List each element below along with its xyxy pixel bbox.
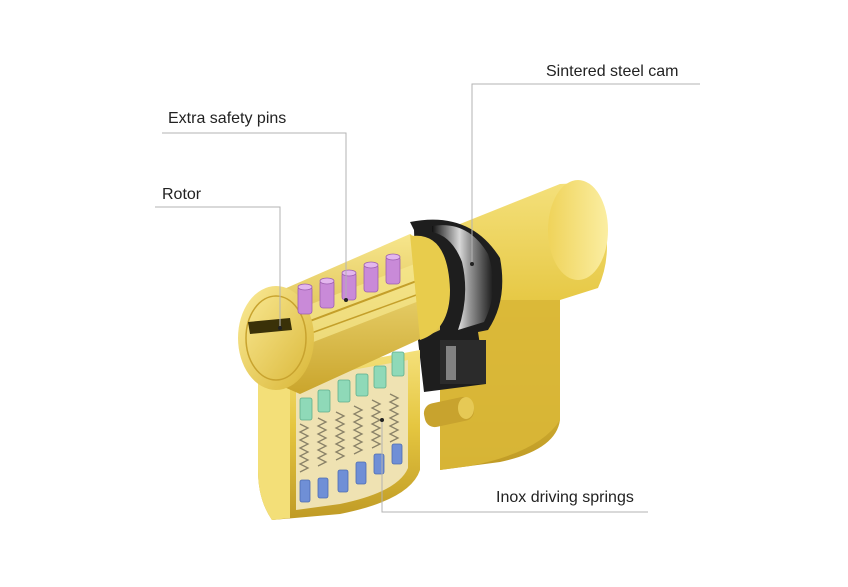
inox-driving-springs [298, 393, 400, 473]
label-inox-driving-springs: Inox driving springs [496, 489, 634, 506]
label-rotor: Rotor [162, 186, 202, 203]
rotor-face [238, 286, 314, 390]
keyway [248, 318, 292, 334]
leader-line-pins [162, 132, 347, 300]
leader-line-springs [381, 420, 648, 513]
label-extra-safety-pins: Extra safety pins [168, 110, 287, 127]
leader-line-cam [471, 83, 700, 262]
extra-safety-pins [297, 253, 401, 315]
leader-lines [155, 83, 700, 513]
key-pins [299, 443, 403, 503]
leader-line-rotor [155, 206, 281, 326]
label-sintered-steel-cam: Sintered steel cam [546, 63, 679, 80]
driver-pins [299, 351, 405, 421]
leader-dots [278, 262, 474, 422]
